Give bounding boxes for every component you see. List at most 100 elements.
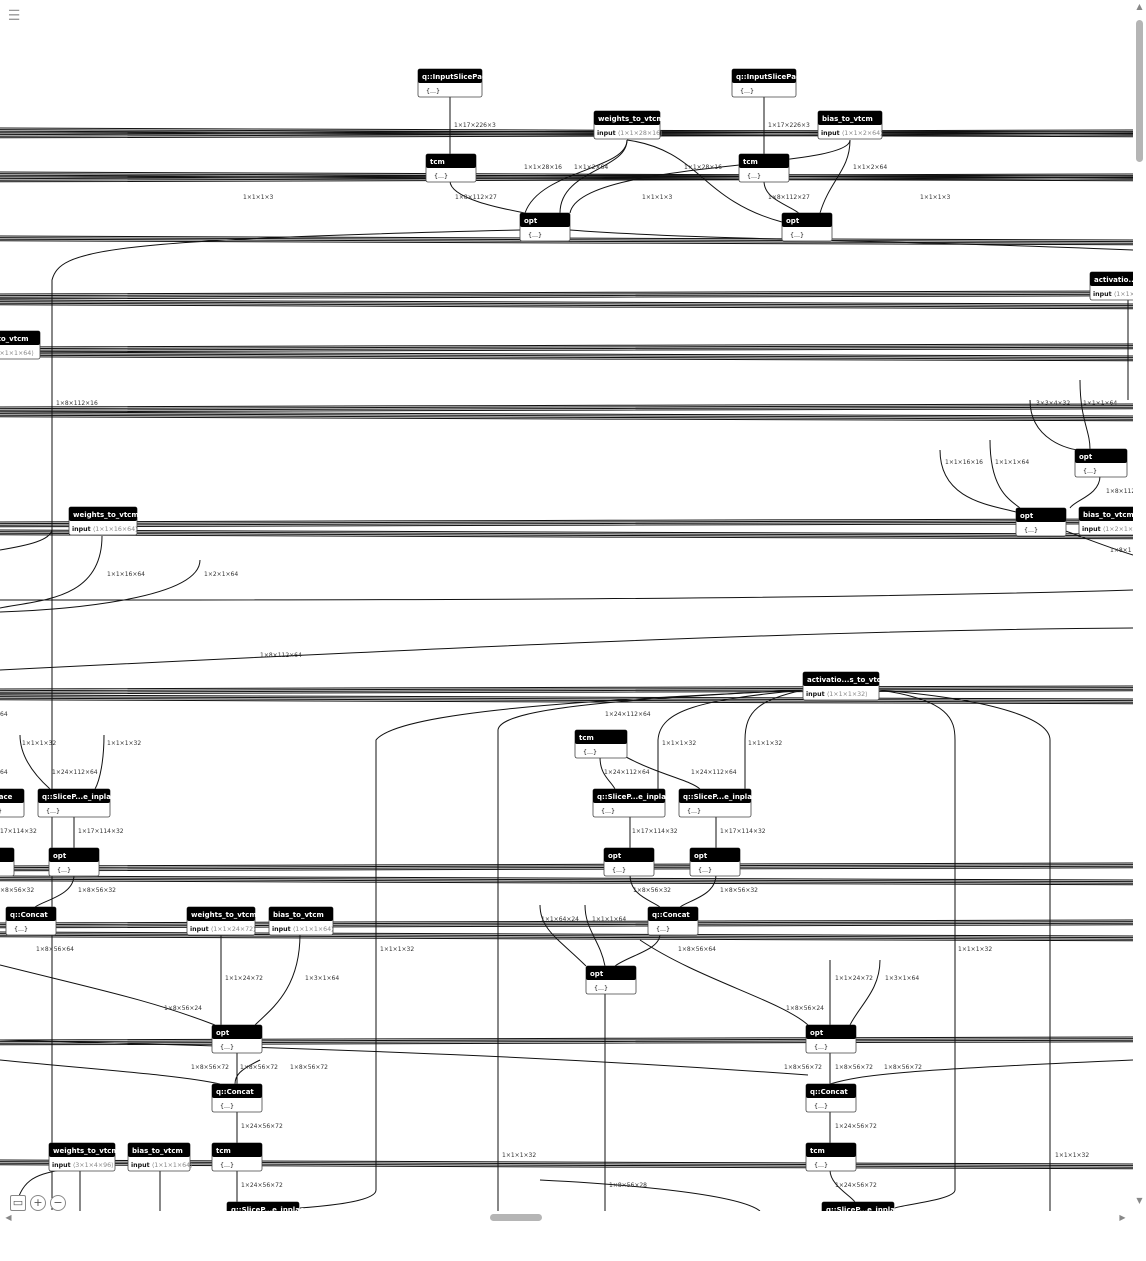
edge-bundle-line	[0, 699, 1133, 705]
vertical-scroll-thumb[interactable]	[1136, 20, 1143, 162]
edge-line	[629, 874, 661, 908]
menu-button[interactable]: ☰	[6, 8, 22, 24]
scroll-right-icon[interactable]: ▶	[1119, 1213, 1126, 1222]
graph-node[interactable]: tcm{...}	[211, 1142, 263, 1172]
node-header	[426, 154, 476, 168]
node-attribute: {...}	[583, 749, 597, 756]
edge-shape-label: 1×8×112	[1106, 488, 1133, 495]
graph-node[interactable]: opt{...}	[48, 847, 100, 877]
graph-node[interactable]: tcm{...}	[425, 153, 477, 183]
node-title: opt	[590, 970, 604, 978]
node-attribute: ⟨1×1×1×64⟩	[0, 350, 34, 357]
edge-bundle-line	[0, 413, 1133, 419]
node-title: q::Concat	[652, 911, 690, 919]
scroll-up-icon[interactable]: ▲	[1136, 2, 1143, 11]
edge-shape-label: 1×8×56×32	[720, 887, 758, 894]
node-header	[1075, 449, 1127, 463]
nodes-layer[interactable]: q::InputSlicePad{...}q::InputSlicePad{..…	[0, 68, 1133, 1211]
edges-layer	[0, 96, 1133, 1211]
fit-icon[interactable]: ▭	[10, 1195, 26, 1211]
graph-node[interactable]: opt{...}	[689, 847, 741, 877]
zoom-out-icon[interactable]: −	[50, 1195, 66, 1211]
edge-shape-label: 1×1×2×64	[574, 164, 608, 171]
edge-shape-label: 1×1×1×32	[502, 1152, 536, 1159]
scroll-left-icon[interactable]: ◀	[5, 1213, 12, 1222]
edge-shape-label: 1×8×56×28	[609, 1182, 647, 1189]
node-header	[520, 213, 570, 227]
graph-node[interactable]: opt{...}	[781, 212, 833, 242]
edge-shape-label: 1×1×24×72	[835, 975, 873, 982]
graph-node[interactable]: tcm {...}	[574, 729, 628, 759]
edge-shape-label: 1×24×112×64	[605, 711, 651, 718]
node-attribute: {...}	[528, 232, 542, 239]
edge-bundle-line	[0, 922, 1133, 927]
node-title: bias_to_vtcm	[1083, 511, 1133, 519]
zoom-tools: ▭ + −	[10, 1195, 66, 1211]
edge-shape-label: 1×24×56×72	[241, 1182, 283, 1189]
edge-shape-label: 1×24×112×64	[52, 769, 98, 776]
graph-node[interactable]: tcm{...}	[738, 153, 790, 183]
node-header	[6, 907, 56, 921]
graph-node[interactable]: inplace{...}	[0, 788, 25, 818]
node-header	[594, 111, 660, 125]
edge-bundle-line	[0, 688, 1133, 693]
zoom-in-icon[interactable]: +	[30, 1195, 46, 1211]
node-title: tcm	[579, 734, 594, 742]
node-attribute: {...}	[434, 173, 448, 180]
edge-line	[569, 139, 851, 214]
graph-node[interactable]: q::SliceP...e_inplace	[226, 1201, 309, 1211]
edge-bundle-line	[0, 878, 1133, 884]
node-header	[269, 907, 333, 921]
graph-node[interactable]: opt{...}	[603, 847, 655, 877]
node-title: _to_vtcm	[0, 335, 29, 343]
graph-node[interactable]: q::Concat{...}	[647, 906, 699, 936]
edge-line	[763, 180, 801, 215]
graph-node[interactable]: q::Concat{...}	[805, 1083, 857, 1113]
graph-node[interactable]: q::Concat{...}	[211, 1083, 263, 1113]
node-header	[739, 154, 789, 168]
graph-node[interactable]: opt{...}	[1015, 507, 1067, 537]
node-header	[227, 1202, 299, 1211]
graph-node[interactable]: q::SliceP...e_inplace	[821, 1201, 904, 1211]
graph-node[interactable]: _to_vtcm ⟨1×1×1×64⟩	[0, 330, 41, 360]
graph-node[interactable]: q::SliceP...e_inplace{...}	[678, 788, 761, 818]
node-header	[1079, 507, 1133, 521]
scroll-down-icon[interactable]: ▼	[1136, 1196, 1143, 1205]
graph-node[interactable]: opt{...}	[1074, 448, 1128, 478]
graph-node[interactable]: tcm{...}	[805, 1142, 857, 1172]
node-title: q::Concat	[216, 1088, 254, 1096]
vertical-scrollbar[interactable]: ▲ ▼	[1133, 0, 1146, 1211]
node-title: q::InputSlicePad	[736, 73, 801, 81]
node-attribute: input ⟨1×1×2×64⟩	[821, 130, 883, 137]
graph-node[interactable]: opt{...}	[585, 965, 637, 995]
horizontal-scroll-thumb[interactable]	[490, 1214, 542, 1221]
edge-shape-label: 1×8×112×64	[260, 652, 302, 659]
edge-bundle-line	[0, 345, 1133, 350]
graph-node[interactable]: q::Concat{...}	[5, 906, 57, 936]
graph-node[interactable]: q::SliceP...e_inplace{...}	[592, 788, 675, 818]
graph-node[interactable]: opt{...}	[519, 212, 571, 242]
edge-line	[819, 139, 851, 214]
node-attribute: {...}	[747, 173, 761, 180]
horizontal-scrollbar[interactable]: ◀ ▶	[0, 1211, 1133, 1224]
graph-node[interactable]: {...}	[0, 847, 15, 877]
graph-node[interactable]: q::SliceP...e_inplace{...}	[37, 788, 120, 818]
graph-node[interactable]: opt{...}	[805, 1024, 857, 1054]
edge-line	[51, 229, 521, 1210]
edge-bundle-line	[0, 411, 1133, 417]
graph-node[interactable]: q::InputSlicePad{...}	[731, 68, 801, 98]
graph-node[interactable]: opt{...}	[211, 1024, 263, 1054]
graph-node[interactable]: q::InputSlicePad{...}	[417, 68, 487, 98]
